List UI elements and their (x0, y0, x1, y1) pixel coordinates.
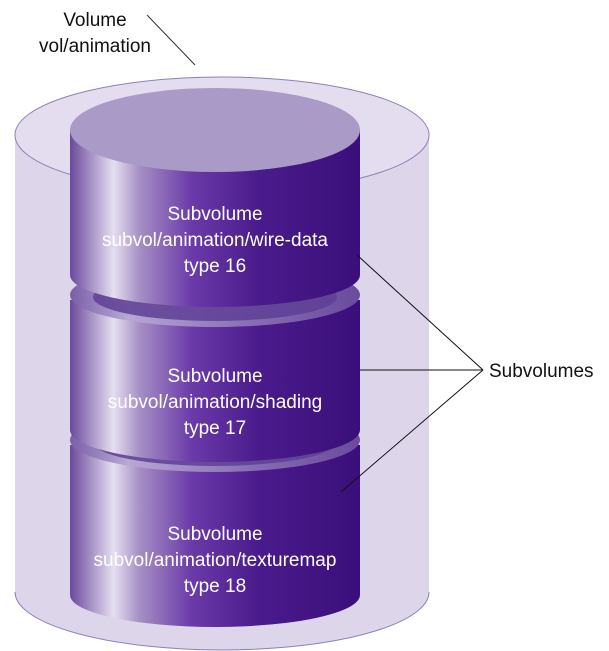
subvolume-2-label-line1: Subvolume (167, 366, 262, 387)
subvolumes-callout-lines (340, 254, 484, 493)
subvolume-2-label-line3: type 17 (184, 418, 246, 439)
subvolume-2-body (70, 300, 360, 462)
callout-line-3 (340, 369, 484, 493)
subvolume-1-label-line2: subvol/animation/wire-data (102, 230, 328, 251)
subvolume-3-body (70, 445, 360, 627)
callout-line-1 (356, 254, 484, 371)
subvolume-1-label-line3: type 16 (184, 256, 246, 277)
outer-cylinder-bottom-front (14, 591, 430, 651)
volume-leader-line (146, 14, 196, 66)
subvolume-1-label-line1: Subvolume (167, 204, 262, 225)
subvolume-1-top (70, 88, 360, 172)
subvolume-3-label-line1: Subvolume (167, 524, 262, 545)
subvolume-stack (70, 88, 360, 627)
subvolume-1-body (70, 130, 360, 307)
subvolume-2-label-line2: subvol/animation/shading (108, 392, 322, 413)
subvolume-3-label-line3: type 18 (184, 576, 246, 597)
subvolumes-callout-label: Subvolumes (489, 361, 594, 382)
volume-label-line2: vol/animation (39, 36, 151, 57)
subvolume-3-label-line2: subvol/animation/texturemap (94, 550, 337, 571)
volume-label-line1: Volume (63, 10, 126, 31)
